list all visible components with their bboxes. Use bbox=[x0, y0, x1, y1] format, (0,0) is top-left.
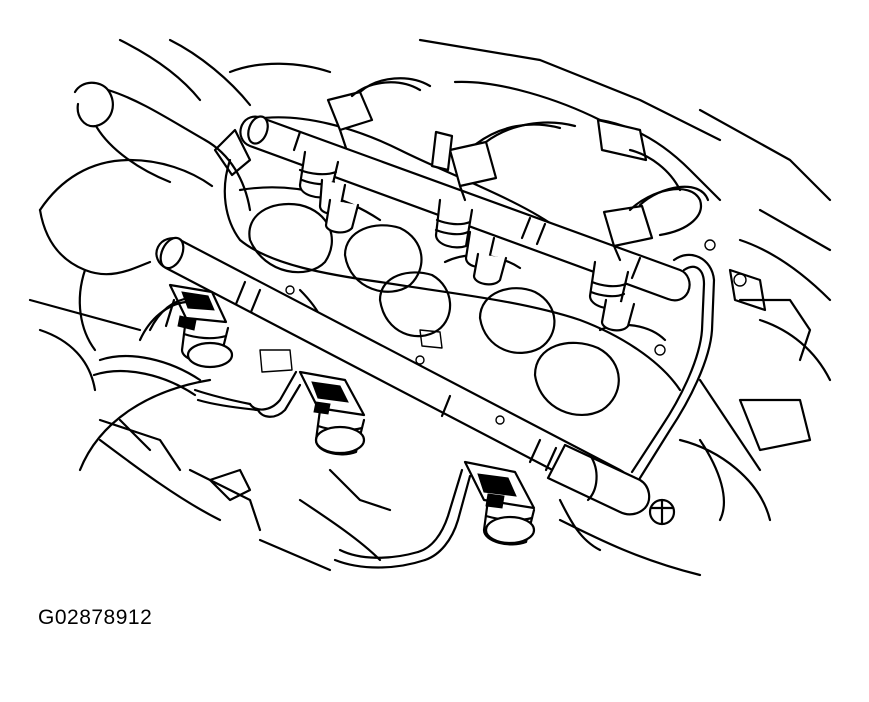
fuel-return-line bbox=[630, 253, 716, 480]
intake-manifold bbox=[223, 116, 682, 417]
lower-connector-1 bbox=[138, 283, 228, 342]
upper-connectors bbox=[326, 77, 710, 262]
figure-code: G02878912 bbox=[38, 606, 153, 629]
lower-connector-2 bbox=[248, 370, 366, 418]
lower-injector-2 bbox=[314, 408, 366, 456]
lower-connectors bbox=[138, 283, 536, 562]
lower-connector-3 bbox=[416, 460, 536, 562]
engine-bay-background bbox=[28, 38, 832, 577]
upper-injectors bbox=[298, 150, 636, 332]
lower-injector-3 bbox=[482, 498, 536, 546]
fuel-rail-injector-diagram bbox=[28, 38, 832, 577]
upper-injector-3 bbox=[588, 260, 636, 332]
upper-injector-2 bbox=[434, 198, 508, 286]
lower-harness bbox=[92, 128, 812, 569]
lower-injectors bbox=[180, 316, 536, 546]
lower-fuel-rail bbox=[155, 236, 676, 526]
upper-injector-1 bbox=[298, 150, 360, 234]
